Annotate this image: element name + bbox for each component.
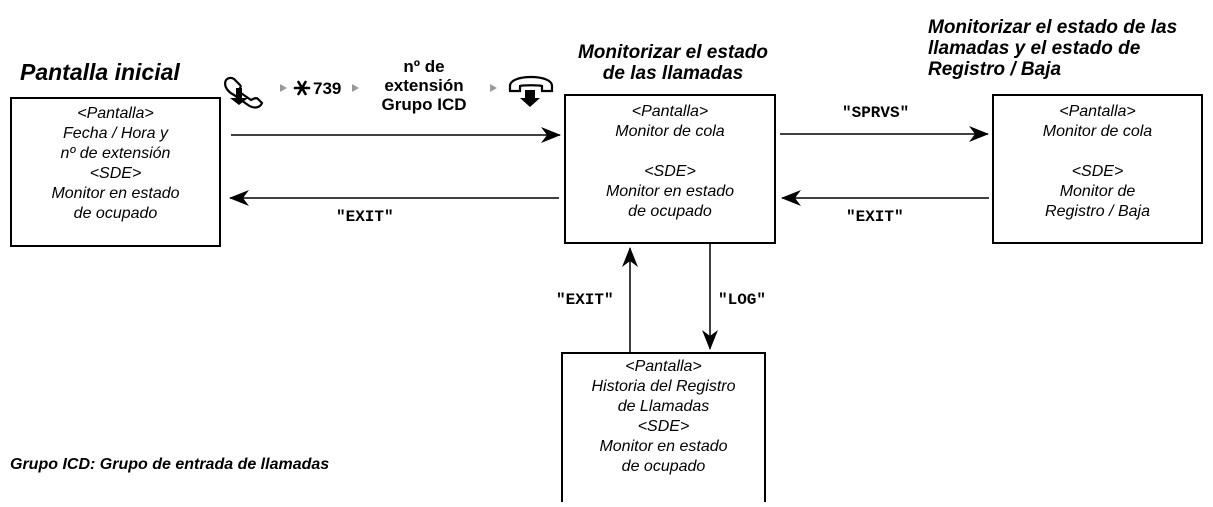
box-history-line1: <Pantalla> [625, 358, 702, 375]
box-call-log-history: <Pantalla> Historia del Registro de Llam… [561, 352, 766, 502]
box-log-line6: Registro / Baja [1045, 203, 1150, 220]
box-initial-screen: <Pantalla> Fecha / Hora y nº de extensió… [10, 97, 221, 247]
command-log: "LOG" [718, 291, 767, 309]
feature-code-label: 739 [313, 79, 342, 98]
box-initial-line2: Fecha / Hora y [63, 125, 168, 142]
title-initial-screen: Pantalla inicial [20, 59, 180, 85]
star-key-icon [293, 80, 311, 96]
footnote-icd-group: Grupo ICD: Grupo de entrada de llamadas [10, 456, 330, 473]
box-monitor-line5: Monitor en estado [605, 183, 735, 200]
step-separator-icon [352, 84, 359, 92]
box-history-line4: <SDE> [637, 418, 690, 435]
icd-group-extension-line1: nº de [403, 57, 445, 76]
title-monitor-calls-log-line1: Monitorizar el estado de las [928, 17, 1178, 38]
box-history-line2: Historia del Registro [591, 378, 736, 395]
box-initial-line4: <SDE> [89, 165, 142, 182]
box-log-line5: Monitor de [1059, 183, 1136, 200]
off-hook-handset-icon [224, 76, 264, 109]
title-monitor-calls-log-line3: Registro / Baja [928, 59, 1062, 80]
box-history-line6: de ocupado [621, 458, 706, 475]
box-monitor-line1: <Pantalla> [631, 103, 709, 120]
on-hook-handset-icon [508, 75, 554, 107]
box-log-line2: Monitor de cola [1042, 123, 1153, 140]
title-monitor-calls: Monitorizar el estado de las llamadas [528, 42, 818, 84]
command-exit-to-initial: "EXIT" [336, 208, 394, 226]
icd-group-extension-line3: Grupo ICD [381, 95, 467, 114]
box-monitor-line4: <SDE> [644, 163, 696, 180]
step-separator-icon [280, 84, 287, 92]
command-exit-to-monitor: "EXIT" [846, 208, 904, 226]
title-monitor-calls-log: Monitorizar el estado de las llamadas y … [928, 17, 1213, 80]
command-exit-from-history: "EXIT" [556, 291, 614, 309]
command-sprvs: "SPRVS" [842, 104, 910, 122]
box-initial-line5: Monitor en estado [51, 185, 180, 202]
box-monitor-line6: de ocupado [628, 203, 712, 220]
title-monitor-calls-line2: de las llamadas [602, 63, 744, 84]
box-monitor-line2: Monitor de cola [615, 123, 725, 140]
box-monitor-calls: <Pantalla> Monitor de cola <SDE> Monitor… [564, 94, 776, 244]
icd-group-extension-label: nº de extensión Grupo ICD [360, 57, 488, 114]
box-initial-line3: nº de extensión [60, 145, 171, 162]
icd-group-extension-line2: extensión [384, 76, 464, 95]
title-monitor-calls-line1: Monitorizar el estado [577, 42, 769, 63]
step-separator-icon [490, 84, 497, 92]
box-initial-line1: <Pantalla> [77, 105, 154, 122]
box-history-line5: Monitor en estado [599, 438, 728, 455]
box-initial-line6: de ocupado [73, 205, 158, 222]
box-monitor-calls-log: <Pantalla> Monitor de cola <SDE> Monitor… [992, 94, 1203, 244]
title-monitor-calls-log-line2: llamadas y el estado de [928, 38, 1141, 59]
box-log-line1: <Pantalla> [1059, 103, 1136, 120]
box-log-line4: <SDE> [1071, 163, 1124, 180]
box-history-line3: de Llamadas [617, 398, 710, 415]
